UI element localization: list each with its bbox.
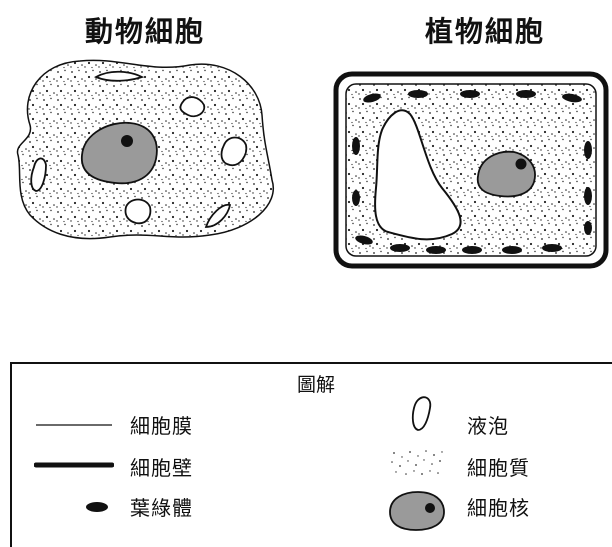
vacuole-icon [180, 97, 204, 116]
nucleus-symbol [382, 486, 452, 534]
cell-wall-symbol [34, 459, 114, 471]
legend-title: 圖解 [12, 370, 612, 397]
legend-box: 圖解 細胞膜 細胞壁 葉綠體 液泡 細胞質 細胞核 [10, 362, 612, 547]
cytoplasm-symbol [388, 448, 448, 478]
animal-cell-diagram [0, 55, 290, 255]
legend-label-chloroplast: 葉綠體 [130, 492, 193, 521]
legend-label-cytoplasm: 細胞質 [467, 452, 530, 481]
legend-label-cell-membrane: 細胞膜 [130, 410, 193, 439]
legend-label-vacuole: 液泡 [467, 410, 509, 439]
vacuole-icon [125, 200, 150, 224]
vacuole-symbol [408, 394, 438, 434]
cell-membrane-symbol [34, 420, 114, 430]
plant-cell-diagram [330, 68, 612, 274]
plant-cell-title: 植物細胞 [390, 10, 580, 50]
animal-cell-title: 動物細胞 [60, 10, 230, 50]
legend-label-cell-wall: 細胞壁 [130, 452, 193, 481]
legend-label-nucleus: 細胞核 [467, 492, 530, 521]
chloroplast-symbol [82, 500, 112, 514]
